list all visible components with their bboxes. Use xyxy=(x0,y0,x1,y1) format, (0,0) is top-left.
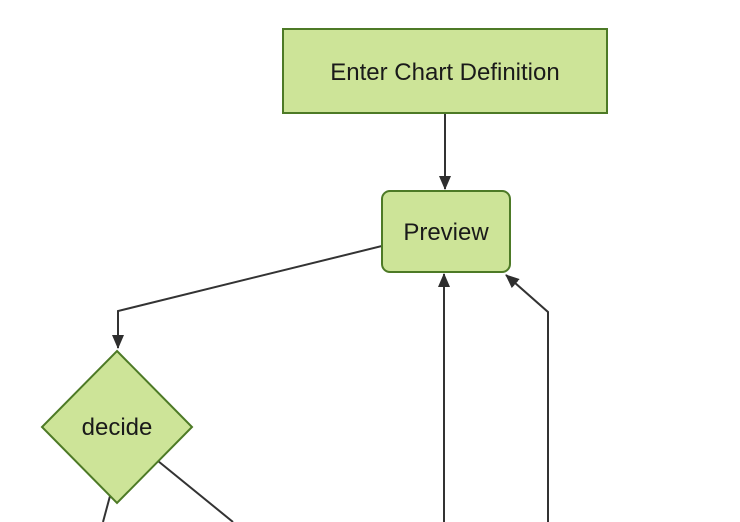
node-enter-chart-definition-shape xyxy=(282,28,608,114)
node-preview-label: Preview xyxy=(403,219,489,246)
node-decide: decide xyxy=(40,349,194,505)
edge-layer xyxy=(102,113,549,522)
edge-decide-to-bottom-left xyxy=(102,495,111,522)
node-preview-shape xyxy=(381,190,511,273)
node-enter-chart-definition: Enter Chart Definition xyxy=(282,28,608,114)
node-decide-label: decide xyxy=(82,414,153,441)
node-enter-chart-definition-label: Enter Chart Definition xyxy=(330,59,559,86)
edge-bottom-right-to-preview xyxy=(505,274,549,522)
node-preview: Preview xyxy=(381,190,511,273)
node-decide-shape xyxy=(40,349,194,505)
edge-decide-to-bottom-right xyxy=(157,460,234,522)
edge-preview-to-decide xyxy=(112,245,383,349)
